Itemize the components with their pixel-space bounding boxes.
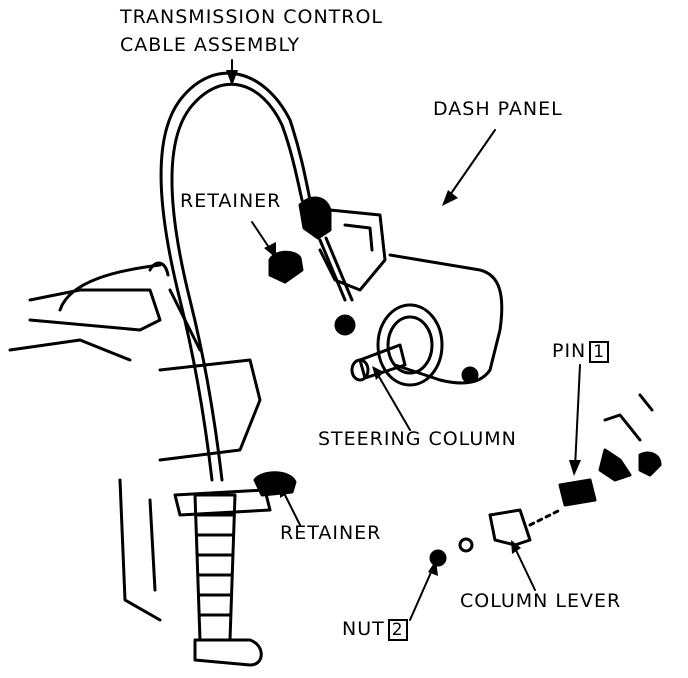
column-lever-label: COLUMN LEVER (460, 590, 622, 612)
shifter-boot (193, 493, 263, 667)
upper-bracket (298, 196, 387, 336)
pin-arrow (569, 364, 581, 476)
cable-label-line2: CABLE ASSEMBLY (120, 34, 301, 56)
floor-shifter (8, 261, 272, 622)
pin-text: PIN (552, 340, 587, 362)
lower-retainer-clip (253, 471, 301, 526)
column-lever-arrow (511, 540, 536, 591)
dash-panel-label: DASH PANEL (433, 98, 563, 120)
steering-column-label: STEERING COLUMN (318, 428, 517, 450)
transmission-cable (159, 71, 312, 482)
pin-ref-box: 1 (589, 341, 610, 363)
nut-ref-box: 2 (387, 619, 408, 641)
retainer-bottom-label: RETAINER (280, 522, 382, 544)
cable-arrow (226, 59, 238, 86)
column-lever-parts (429, 393, 662, 567)
dash-panel-arrow (442, 129, 496, 206)
retainer-top-label: RETAINER (180, 190, 282, 212)
nut-arrow (409, 560, 438, 621)
steering-column-arrow (372, 366, 411, 431)
nut-text: NUT (342, 618, 385, 640)
upper-retainer-clip (251, 221, 304, 284)
cable-label-line1: TRANSMISSION CONTROL (120, 6, 384, 28)
steering-column-body (350, 253, 504, 387)
